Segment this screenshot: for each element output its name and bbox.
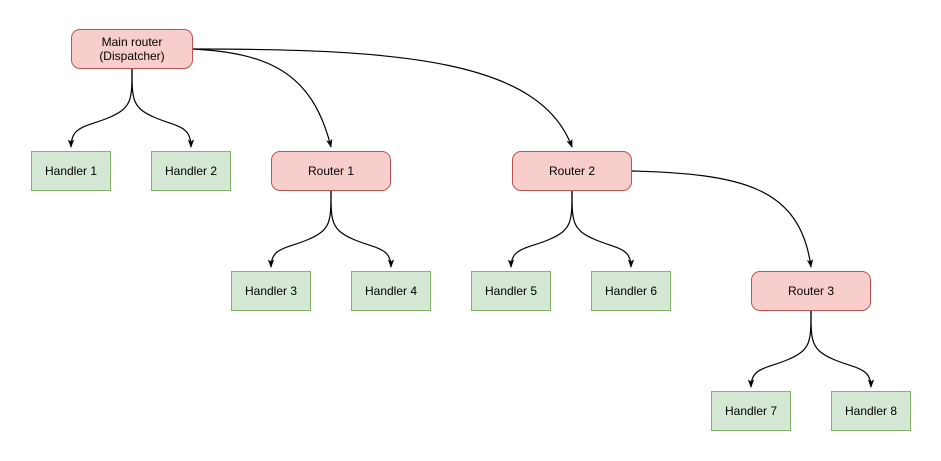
edge-router-3-to-handler-7	[747, 310, 812, 388]
node-handler-5[interactable]: Handler 5	[471, 271, 551, 311]
node-handler-4[interactable]: Handler 4	[351, 271, 431, 311]
node-handler-6[interactable]: Handler 6	[591, 271, 671, 311]
edge-main-to-router-1	[192, 48, 333, 148]
edge-router-3-to-handler-8	[810, 310, 875, 388]
edge-main-to-handler-2	[131, 68, 195, 148]
edge-main-to-handler-1	[67, 68, 133, 148]
edge-router-2-to-router-3	[631, 170, 814, 268]
node-handler-8[interactable]: Handler 8	[831, 391, 911, 431]
edge-router-1-to-handler-4	[330, 190, 395, 268]
node-router-1[interactable]: Router 1	[271, 151, 391, 191]
node-handler-7[interactable]: Handler 7	[711, 391, 791, 431]
node-handler-3[interactable]: Handler 3	[231, 271, 311, 311]
node-router-2[interactable]: Router 2	[512, 151, 632, 191]
edge-main-to-router-2	[192, 48, 573, 148]
edge-router-2-to-handler-6	[571, 190, 635, 268]
node-handler-2[interactable]: Handler 2	[151, 151, 231, 191]
node-main-router[interactable]: Main router (Dispatcher)	[71, 29, 193, 69]
edge-router-2-to-handler-5	[507, 190, 573, 268]
node-router-3[interactable]: Router 3	[751, 271, 871, 311]
node-handler-1[interactable]: Handler 1	[31, 151, 111, 191]
edge-router-1-to-handler-3	[267, 190, 332, 268]
